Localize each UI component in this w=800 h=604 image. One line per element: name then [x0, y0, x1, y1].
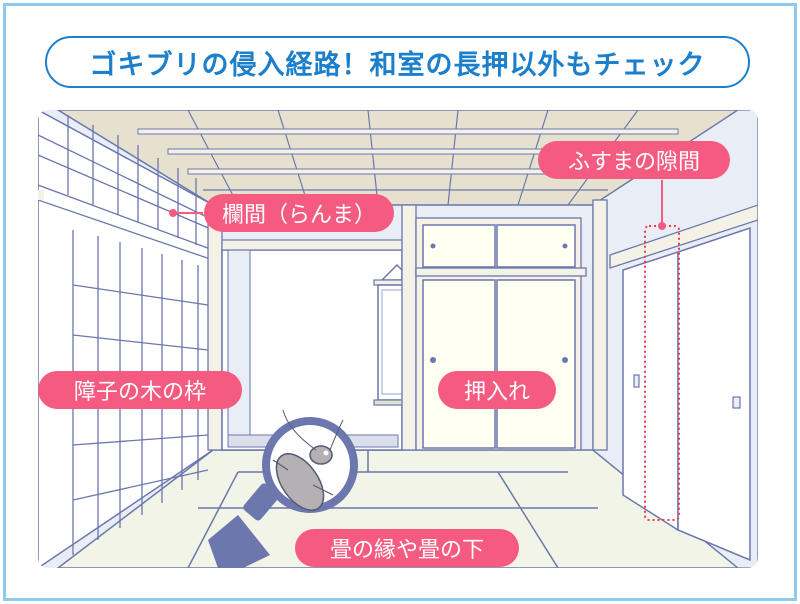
label-fusuma-gap: ふすまの隙間: [538, 141, 730, 179]
cockroach-icon: [272, 409, 344, 511]
label-ranma: 欄間（らんま）: [204, 194, 394, 232]
page-title: ゴキブリの侵入経路！和室の長押以外もチェック: [89, 49, 706, 81]
label-oshiire: 押入れ: [438, 371, 556, 409]
magnifying-glass-icon: [208, 409, 358, 568]
japanese-room-illustration: 欄間（らんま） ふすまの隙間 障子の木の枠 押入れ 畳の縁や畳の下: [38, 110, 758, 568]
label-tatami: 畳の縁や畳の下: [295, 529, 519, 567]
room-drawing: [38, 110, 758, 568]
label-shoji-frame: 障子の木の枠: [38, 371, 242, 409]
title-banner: ゴキブリの侵入経路！和室の長押以外もチェック: [45, 36, 750, 88]
